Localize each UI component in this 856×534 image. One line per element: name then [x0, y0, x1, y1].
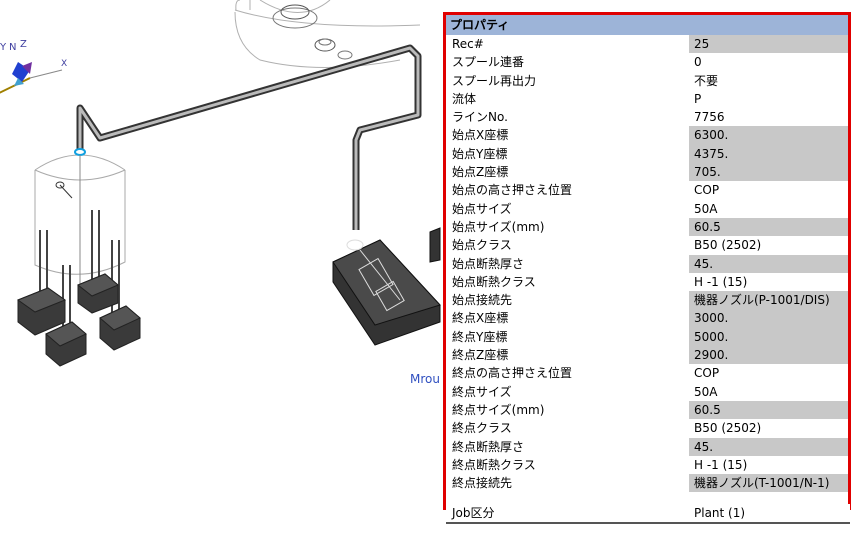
- property-value[interactable]: H -1 (15): [694, 274, 748, 289]
- property-name: 終点の高さ押さえ位置: [446, 364, 689, 383]
- property-value[interactable]: 0: [694, 55, 702, 70]
- property-row[interactable]: 流体 P: [446, 89, 848, 109]
- left-vessel-wireframe: [34, 148, 126, 300]
- property-name: 流体: [446, 89, 689, 109]
- property-value[interactable]: H -1 (15): [694, 457, 748, 472]
- property-row[interactable]: 終点クラス B50 (2502): [446, 419, 848, 438]
- property-name: 終点断熱クラス: [446, 455, 689, 475]
- property-name: 終点Y座標: [446, 327, 689, 347]
- property-value[interactable]: COP: [694, 366, 720, 381]
- pump-skid[interactable]: [332, 227, 441, 346]
- property-value[interactable]: 50A: [694, 384, 718, 399]
- property-row[interactable]: 終点断熱クラス H -1 (15): [446, 455, 848, 475]
- property-name: 始点クラス: [446, 236, 689, 255]
- top-vessel-wireframe: [234, 0, 421, 68]
- property-value[interactable]: 6300.: [689, 126, 848, 145]
- property-row[interactable]: 終点の高さ押さえ位置 COP: [446, 364, 848, 383]
- property-name: 始点サイズ: [446, 199, 689, 218]
- axis-x-label: X: [61, 59, 67, 69]
- left-foundations: [16, 273, 141, 367]
- property-name: 始点の高さ押さえ位置: [446, 181, 689, 200]
- property-value[interactable]: 50A: [694, 201, 718, 216]
- property-name: スプール連番: [446, 53, 689, 72]
- property-name: 始点Y座標: [446, 144, 689, 164]
- property-value[interactable]: 機器ノズル(T-1001/N-1): [689, 474, 848, 493]
- property-row[interactable]: スプール再出力不要: [446, 71, 848, 90]
- property-value[interactable]: 45.: [689, 437, 848, 456]
- property-name: 終点サイズ: [446, 382, 689, 401]
- property-name: 始点接続先: [446, 291, 689, 310]
- property-name: 始点X座標: [446, 126, 689, 145]
- property-row-job-category[interactable]: Job区分 Plant (1): [446, 504, 850, 522]
- property-name: 終点クラス: [446, 419, 689, 438]
- property-name: スプール再出力: [446, 71, 689, 90]
- property-value[interactable]: B50 (2502): [694, 421, 762, 436]
- property-value[interactable]: 7756: [694, 110, 725, 125]
- property-name: 終点Z座標: [446, 346, 689, 365]
- property-value[interactable]: 25: [689, 35, 848, 54]
- property-name: Rec#: [446, 35, 689, 54]
- property-value[interactable]: 不要: [694, 73, 719, 88]
- properties-title: プロパティ: [446, 15, 848, 35]
- property-row[interactable]: 始点クラス B50 (2502): [446, 236, 848, 255]
- axis-n-label: N: [9, 42, 16, 53]
- property-name: 始点断熱クラス: [446, 272, 689, 292]
- property-name: 始点Z座標: [446, 163, 689, 182]
- property-row[interactable]: 始点接続先機器ノズル(P-1001/DIS): [446, 291, 848, 310]
- property-value: Plant (1): [694, 506, 746, 520]
- property-row[interactable]: 始点断熱クラス H -1 (15): [446, 272, 848, 292]
- axis-triad: Y N Z X: [0, 39, 67, 94]
- panel-bottom-divider: [446, 522, 850, 524]
- property-name: 始点断熱厚さ: [446, 254, 689, 273]
- property-row[interactable]: Rec#25: [446, 35, 848, 54]
- property-value[interactable]: 機器ノズル(P-1001/DIS): [689, 291, 848, 310]
- property-value[interactable]: 60.5: [689, 217, 848, 237]
- property-value[interactable]: 5000.: [689, 327, 848, 347]
- property-value[interactable]: 3000.: [689, 309, 848, 328]
- property-name: ラインNo.: [446, 108, 689, 127]
- property-row[interactable]: 始点の高さ押さえ位置 COP: [446, 181, 848, 200]
- property-value[interactable]: B50 (2502): [694, 238, 762, 253]
- viewport-label-text: Mrou: [410, 372, 440, 386]
- property-row[interactable]: 終点サイズ(mm)60.5: [446, 400, 848, 420]
- property-value[interactable]: P: [694, 91, 702, 106]
- axis-y-label: Y: [0, 42, 7, 53]
- pipe-route[interactable]: [76, 44, 422, 230]
- property-row[interactable]: 終点サイズ 50A: [446, 382, 848, 401]
- property-name: 終点X座標: [446, 309, 689, 328]
- axis-z-label: Z: [20, 39, 27, 50]
- property-value[interactable]: 45.: [689, 254, 848, 273]
- property-name: 始点サイズ(mm): [446, 217, 689, 237]
- property-row[interactable]: 終点接続先機器ノズル(T-1001/N-1): [446, 474, 848, 493]
- property-row[interactable]: ラインNo. 7756: [446, 108, 848, 127]
- property-row[interactable]: スプール連番 0: [446, 53, 848, 72]
- property-name: 終点接続先: [446, 474, 689, 493]
- property-name: 終点断熱厚さ: [446, 437, 689, 456]
- property-value[interactable]: 705.: [689, 163, 848, 182]
- property-name: Job区分: [446, 504, 689, 522]
- property-row[interactable]: 始点サイズ(mm)60.5: [446, 217, 848, 237]
- property-value[interactable]: 4375.: [689, 144, 848, 164]
- property-value[interactable]: COP: [694, 183, 720, 198]
- property-value[interactable]: 2900.: [689, 346, 848, 365]
- property-row[interactable]: 始点サイズ 50A: [446, 199, 848, 218]
- property-value[interactable]: 60.5: [689, 400, 848, 420]
- property-name: 終点サイズ(mm): [446, 400, 689, 420]
